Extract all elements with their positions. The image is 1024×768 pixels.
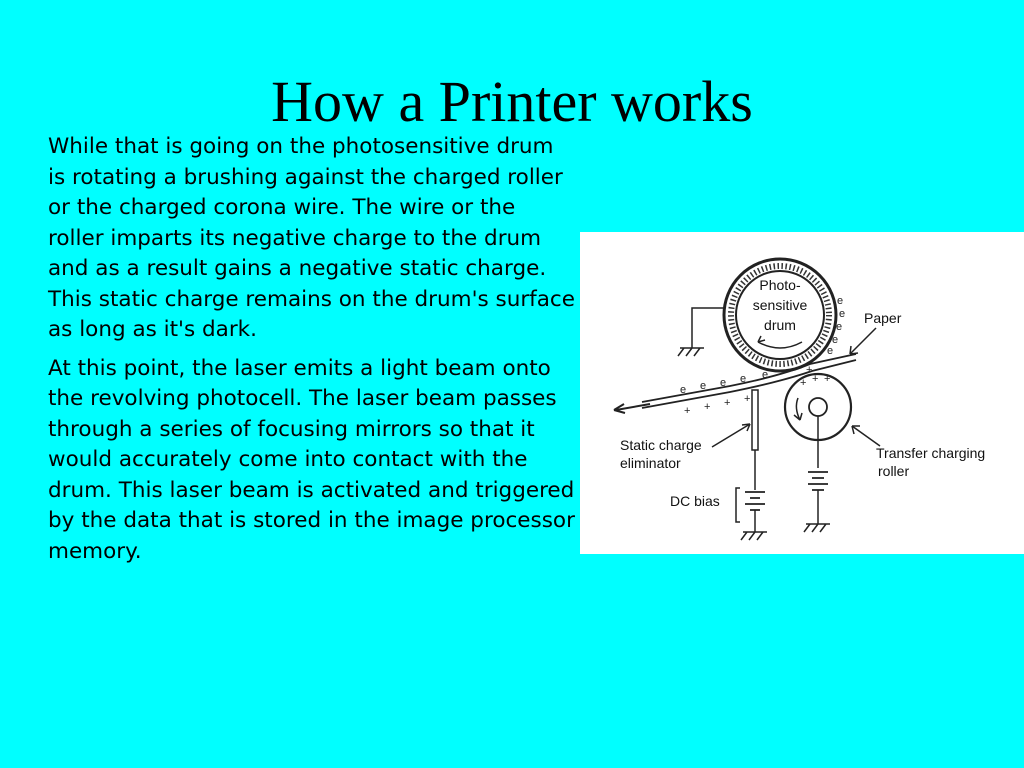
dc-bias-label: DC bias	[670, 493, 720, 509]
roller-pointer	[851, 425, 881, 447]
dc-bias-ground-symbol	[740, 531, 767, 541]
drum-ground-symbol	[677, 347, 704, 357]
paragraph-1: While that is going on the photosensitiv…	[48, 134, 575, 342]
drum-charge-3: e	[836, 321, 842, 333]
drum-charge-4: e	[832, 334, 838, 346]
paper-charge-neg-2: e	[700, 380, 706, 392]
roller-bias-battery	[808, 471, 828, 491]
paper-charge-pos-2: +	[704, 401, 710, 413]
drum-rotation-arrow	[757, 341, 803, 349]
drum-inner	[735, 270, 825, 360]
roller-charge-3: +	[824, 373, 830, 385]
roller-rotation-arrowhead	[793, 412, 803, 421]
paper-charge-pos-1: +	[684, 405, 690, 417]
roller-charge-2: +	[812, 373, 818, 385]
roller-rotation-arrow	[795, 397, 801, 421]
roller-pointer-head	[851, 425, 860, 435]
roller-charge-1: +	[800, 377, 806, 389]
paper-charge-neg-5: e	[762, 369, 768, 381]
roller-charge-4: +	[806, 364, 812, 376]
paper-charge-neg-4: e	[740, 373, 746, 385]
paper-charge-pos-4: +	[744, 393, 750, 405]
drum-ground-wire	[691, 307, 724, 348]
paper-exit-arrow	[615, 403, 651, 411]
paper-charge-neg-1: e	[680, 384, 686, 396]
printer-diagram-svg: Photo- sensitive drum e e e e e Paper e …	[613, 257, 985, 541]
eliminator-pointer-head	[741, 423, 751, 432]
drum-charge-1: e	[837, 295, 843, 307]
paper-bottom-edge	[641, 359, 857, 409]
transfer-roller-axle	[808, 397, 828, 417]
drum-label-line-1: Photo-	[759, 277, 801, 293]
paper-pointer-head	[849, 345, 859, 355]
paper-exit-arrowhead	[613, 403, 626, 414]
roller-label-line-1: Transfer charging	[876, 445, 985, 461]
drum-coating	[728, 263, 832, 367]
dc-bias-bracket	[735, 487, 740, 523]
roller-label-line-2: roller	[878, 463, 909, 479]
paper-label: Paper	[864, 310, 902, 326]
drum-label-line-2: sensitive	[753, 297, 808, 313]
static-charge-eliminator	[751, 389, 759, 451]
paper-charge-pos-3: +	[724, 397, 730, 409]
roller-ground-symbol	[803, 523, 830, 533]
dc-bias-battery	[745, 491, 765, 511]
paper-pointer	[849, 327, 877, 355]
drum-charge-2: e	[839, 308, 845, 320]
eliminator-label-line-1: Static charge	[620, 437, 702, 453]
eliminator-pointer	[711, 423, 751, 448]
drum-rotation-arrowhead	[757, 335, 766, 343]
paper-charge-neg-3: e	[720, 377, 726, 389]
drum-outer	[722, 257, 838, 373]
paper-top-edge	[641, 353, 857, 403]
slide-title: How a Printer works	[271, 69, 753, 134]
paragraph-2: At this point, the laser emits a light b…	[48, 355, 575, 564]
drum-charge-5: e	[827, 345, 833, 357]
printer-diagram: Photo- sensitive drum e e e e e Paper e …	[580, 232, 1024, 554]
body-text: While that is going on the photosensitiv…	[48, 132, 576, 575]
drum-label-line-3: drum	[764, 317, 796, 333]
eliminator-label-line-2: eliminator	[620, 455, 681, 471]
